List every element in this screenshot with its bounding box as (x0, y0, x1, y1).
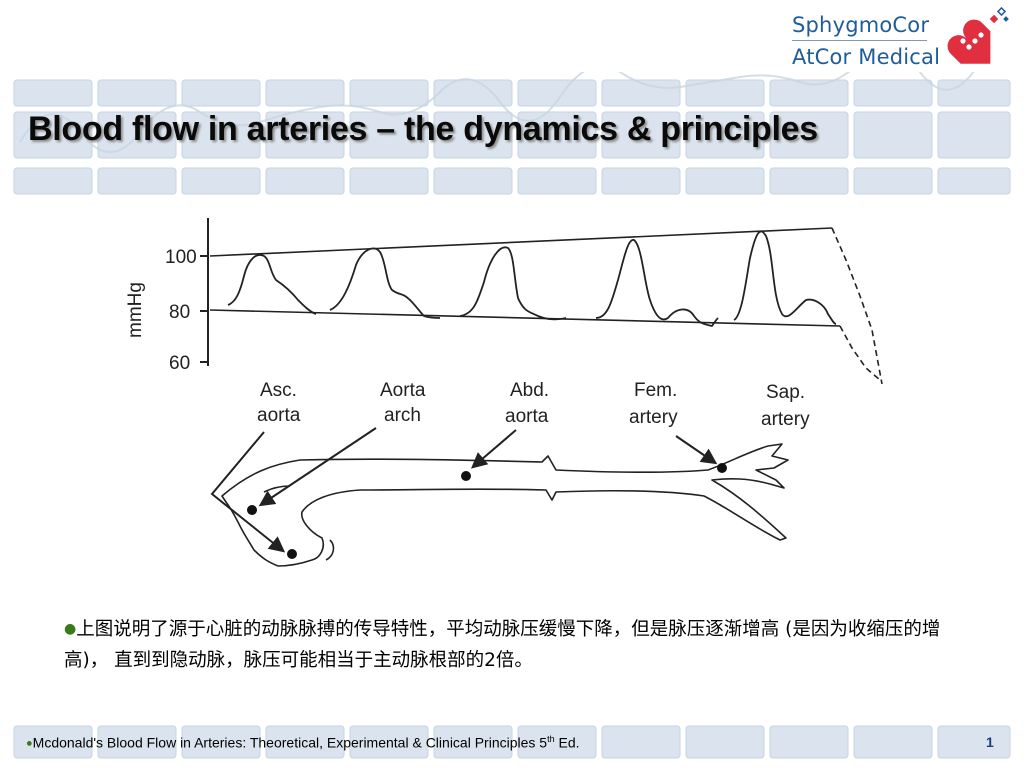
label-sap: Sap. (766, 382, 805, 403)
footer-citation-tail: Ed. (554, 734, 580, 751)
artery-tree-outline (221, 443, 789, 567)
label-fem-artery: artery (629, 407, 678, 428)
label-arch: arch (384, 405, 421, 426)
slide-title: Blood flow in arteries – the dynamics & … (28, 110, 818, 148)
body-paragraph: ●上图说明了源于心脏的动脉脉搏的传导特性，平均动脉压缓慢下降，但是脉压逐渐增高 … (64, 614, 984, 676)
dot-abd-aorta (461, 471, 471, 481)
systolic-envelope-line (209, 227, 833, 257)
arrow-fem-artery (675, 435, 718, 465)
body-text: 上图说明了源于心脏的动脉脉搏的传导特性，平均动脉压缓慢下降，但是脉压逐渐增高 (… (64, 619, 941, 671)
pressure-wave-diagram: 100 80 60 mmHg Asc. aorta Aorta arch Abd… (125, 218, 883, 567)
header-tile-band (0, 72, 1024, 202)
label-aorta-word: aorta (257, 405, 301, 426)
logo-divider (792, 40, 927, 41)
waveform-aorta-arch (329, 247, 441, 319)
y-tick-80: 80 (169, 302, 190, 323)
waveform-fem-artery (595, 239, 719, 327)
dashed-extension (831, 227, 883, 385)
y-tick-100: 100 (165, 247, 197, 268)
waveform-sap-artery (733, 230, 837, 325)
footer-citation: ●Mcdonald's Blood Flow in Arteries: Theo… (26, 734, 580, 751)
logo-line2: AtCor Medical (792, 45, 941, 69)
footer-sup: th (547, 734, 555, 744)
arrow-abd-aorta (470, 429, 517, 469)
diastolic-envelope-line (209, 309, 841, 327)
arrow-aorta-arch (258, 427, 377, 507)
arrow-asc-aorta (210, 431, 286, 553)
label-aorta: Aorta (380, 380, 426, 401)
body-bullet: ● (64, 621, 77, 637)
label-abd: Abd. (510, 380, 549, 401)
sphygmocor-logo: SphygmoCor AtCor Medical (792, 12, 940, 70)
label-abd-aorta: aorta (505, 406, 549, 427)
y-tick-60: 60 (169, 353, 190, 374)
page-number: 1 (986, 734, 994, 750)
footer-tile-band (13, 725, 1011, 759)
dot-asc-aorta (247, 505, 257, 515)
waveform-abd-aorta (459, 246, 567, 321)
y-axis-label: mmHg (125, 282, 146, 338)
heart-logo-icon (947, 6, 1009, 64)
label-asc: Asc. (260, 380, 297, 401)
footer-citation-text: Mcdonald's Blood Flow in Arteries: Theor… (32, 734, 548, 751)
label-sap-artery: artery (761, 409, 810, 430)
label-fem: Fem. (634, 380, 677, 401)
waveform-asc-aorta (227, 254, 317, 315)
dot-fem-artery (717, 463, 727, 473)
dot-aorta-arch (287, 549, 297, 559)
footer-bullet: ● (26, 737, 33, 750)
logo-line1: SphygmoCor (792, 13, 930, 37)
